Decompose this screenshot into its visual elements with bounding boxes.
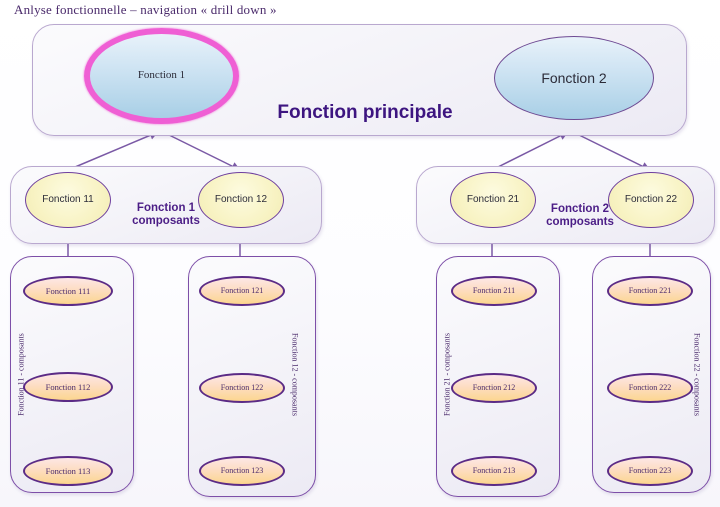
node-label: Fonction 2	[541, 69, 607, 86]
node-fonction-113[interactable]: Fonction 113	[23, 456, 113, 486]
node-fonction-2[interactable]: Fonction 2	[494, 36, 654, 120]
node-label: Fonction 112	[45, 381, 91, 392]
level3-side-label-col4: Fonction 22 - composants	[692, 333, 702, 416]
node-fonction-21[interactable]: Fonction 21	[450, 172, 536, 228]
node-fonction-1[interactable]: Fonction 1	[84, 28, 239, 124]
node-fonction-22[interactable]: Fonction 22	[608, 172, 694, 228]
node-label: Fonction 211	[472, 285, 516, 295]
node-label: Fonction 212	[472, 382, 516, 392]
caption-line-1: Fonction 1	[136, 202, 196, 214]
node-fonction-121[interactable]: Fonction 121	[199, 276, 285, 306]
node-label: Fonction 122	[220, 382, 264, 392]
caption-line-1: Fonction 2	[550, 203, 610, 215]
node-label: Fonction 113	[45, 465, 91, 476]
node-label: Fonction 223	[628, 465, 672, 475]
node-fonction-211[interactable]: Fonction 211	[451, 276, 537, 306]
node-fonction-212[interactable]: Fonction 212	[451, 373, 537, 403]
node-label: Fonction 11	[42, 193, 94, 205]
level1-caption: Fonction principale	[277, 102, 453, 123]
node-fonction-111[interactable]: Fonction 111	[23, 276, 113, 306]
node-fonction-222[interactable]: Fonction 222	[607, 373, 693, 403]
link-f11-to-f1	[67, 131, 159, 171]
node-label: Fonction 22	[624, 193, 678, 205]
node-label: Fonction 222	[628, 382, 672, 392]
level3-side-label-col2: Fonction 12 - composants	[290, 333, 300, 416]
caption-line-2: composants	[132, 215, 200, 228]
node-fonction-221[interactable]: Fonction 221	[607, 276, 693, 306]
node-fonction-11[interactable]: Fonction 11	[25, 172, 111, 228]
node-fonction-122[interactable]: Fonction 122	[199, 373, 285, 403]
node-label: Fonction 123	[220, 465, 264, 475]
caption-line-2: composants	[546, 216, 614, 229]
level3-side-label-col1: Fonction 11 - composants	[16, 333, 26, 416]
node-label: Fonction 1	[137, 69, 186, 82]
node-label: Fonction 121	[220, 285, 264, 295]
link-f1-to-f12	[162, 131, 241, 171]
node-fonction-213[interactable]: Fonction 213	[451, 456, 537, 486]
level3-side-label-col3: Fonction 21 - composants	[442, 333, 452, 416]
node-fonction-123[interactable]: Fonction 123	[199, 456, 285, 486]
link-f2-to-f22	[572, 131, 651, 171]
link-f21-to-f2	[491, 131, 569, 171]
slide-title: Anlyse fonctionnelle – navigation « dril…	[14, 2, 277, 17]
node-label: Fonction 221	[628, 285, 672, 295]
node-label: Fonction 111	[45, 285, 91, 296]
node-fonction-223[interactable]: Fonction 223	[607, 456, 693, 486]
level2-caption-right: Fonction 2 composants	[528, 203, 632, 229]
node-label: Fonction 12	[214, 193, 268, 205]
node-fonction-112[interactable]: Fonction 112	[23, 372, 113, 402]
node-label: Fonction 213	[472, 465, 516, 475]
level2-caption-left: Fonction 1 composants	[110, 202, 222, 228]
node-label: Fonction 21	[466, 193, 520, 205]
node-fonction-12[interactable]: Fonction 12	[198, 172, 284, 228]
